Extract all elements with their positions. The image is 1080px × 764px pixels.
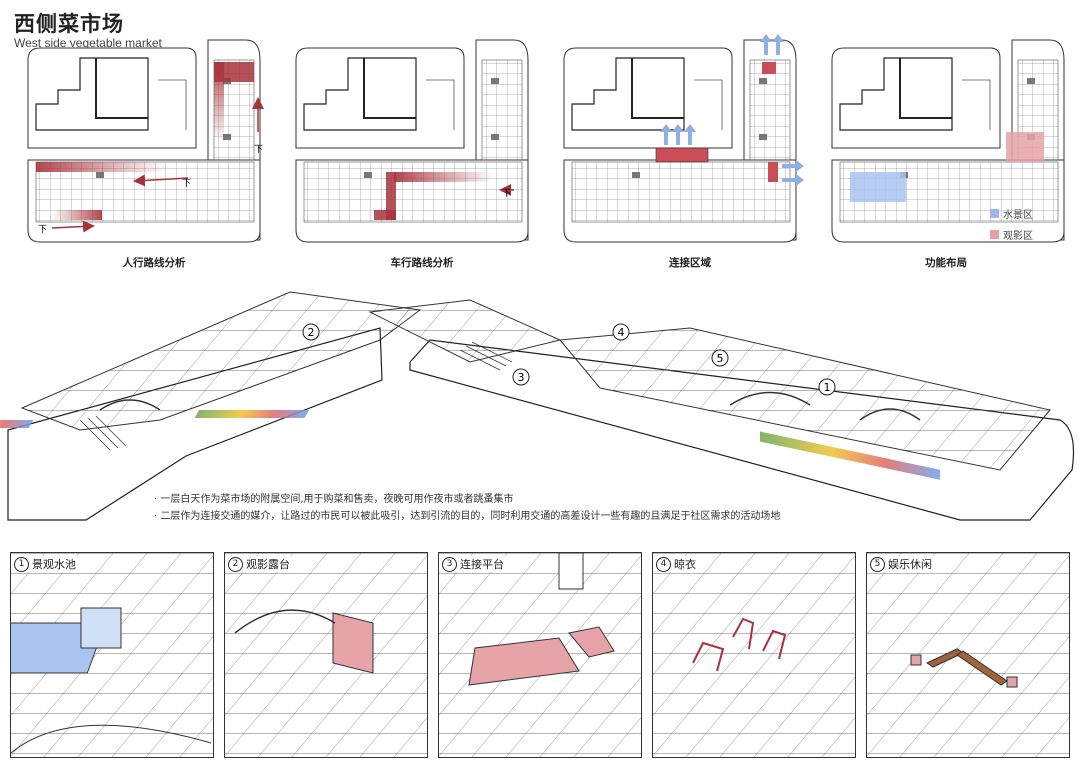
detail-number: 5 [870,556,885,572]
caption-pedestrian: 人行路线分析 [122,257,186,269]
detail-drawing [225,553,427,757]
detail-panel-2: 2 观影露台 [224,552,428,758]
plan-vehicle: 下 [295,39,529,243]
note-floor-2: · 二层作为连接交通的媒介，让路过的市民可以被此吸引，达到引流的目的，同时利用交… [154,511,781,522]
legend-item-water: 水景区 [990,206,1033,221]
detail-drawing [439,553,641,757]
plan-connection [563,34,804,243]
svg-text:2: 2 [308,326,315,339]
marker-down: 下 [254,145,263,155]
detail-label: 2 观影露台 [228,556,293,572]
detail-label: 5 娱乐休闲 [870,556,935,572]
svg-text:5: 5 [717,352,724,365]
detail-number: 2 [228,556,243,572]
detail-title: 连接平台 [460,558,504,571]
detail-panel-3: 3 连接平台 [438,552,642,758]
main-axonometric: 1 2 3 4 5 [0,291,1075,521]
page-subtitle: West side vegetable market [14,36,162,50]
detail-panel-5: 5 娱乐休闲 [866,552,1070,758]
analysis-plans: 下 下 下 下 [27,34,1065,243]
detail-number: 4 [656,556,671,572]
caption-function: 功能布局 [925,257,967,269]
legend-label: 水景区 [1003,210,1033,221]
detail-title: 娱乐休闲 [888,558,932,571]
detail-drawing [11,553,213,757]
legend: 水景区 观影区 [990,206,1033,242]
marker-down: 下 [502,189,511,199]
legend-swatch [990,230,999,239]
detail-label: 4 晾衣 [656,556,699,572]
svg-text:3: 3 [518,371,525,384]
detail-label: 1 景观水池 [14,556,79,572]
marker-down: 下 [182,179,191,189]
callout-3: 3 [512,368,530,386]
detail-panel-4: 4 晾衣 [652,552,856,758]
detail-label: 3 连接平台 [442,556,507,572]
plan-pedestrian: 下 下 下 [27,39,264,243]
detail-drawing [653,553,855,757]
note-floor-1: · 一层白天作为菜市场的附属空间,用于购菜和售卖，夜晚可用作夜市或者跳蚤集市 [154,494,514,505]
callout-5: 5 [711,349,729,367]
detail-number: 1 [14,556,29,572]
svg-text:1: 1 [824,381,831,394]
detail-title: 景观水池 [32,558,76,571]
plan-function [831,39,1065,243]
caption-vehicle: 车行路线分析 [390,257,454,269]
legend-swatch [990,209,999,218]
detail-number: 3 [442,556,457,572]
detail-drawing [867,553,1069,757]
caption-connection: 连接区域 [669,257,711,269]
detail-title: 观影露台 [246,558,290,571]
detail-title: 晾衣 [674,558,696,571]
callout-2: 2 [302,323,320,341]
page-title: 西侧菜市场 [14,12,124,36]
detail-panel-1: 1 景观水池 [10,552,214,758]
callout-1: 1 [818,378,836,396]
svg-text:4: 4 [618,326,625,339]
callout-4: 4 [612,323,630,341]
legend-label: 观影区 [1003,231,1033,242]
legend-item-cinema: 观影区 [990,227,1033,242]
marker-down: 下 [38,225,47,235]
